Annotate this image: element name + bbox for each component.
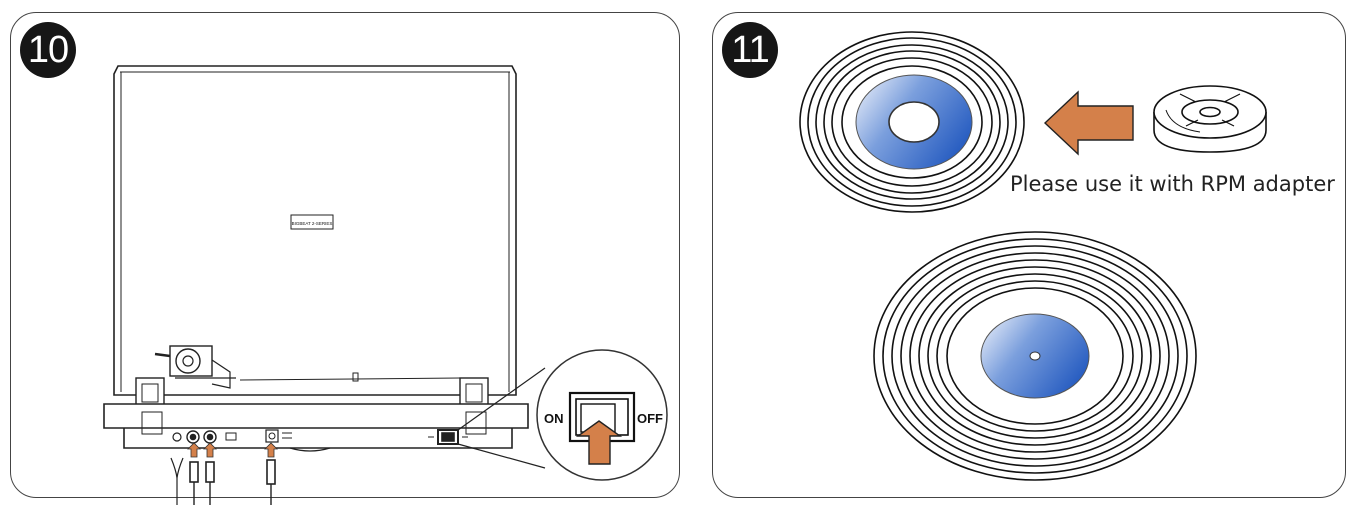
turntable-illustration	[103, 65, 546, 505]
step-number-badge: 10	[20, 22, 76, 78]
small-record	[799, 31, 1025, 213]
turntable-brand-label: BIGBEAT 2-SERIES	[292, 221, 333, 226]
rpm-adapter-caption: Please use it with RPM adapter	[1010, 172, 1335, 196]
large-record	[873, 231, 1197, 481]
step-number-badge: 11	[722, 22, 778, 78]
switch-off-label: OFF	[637, 411, 663, 426]
switch-zoom	[536, 349, 668, 481]
switch-on-label: ON	[544, 411, 564, 426]
connector-arrows	[187, 442, 278, 458]
rpm-adapter	[1153, 85, 1267, 153]
adapter-arrow	[1043, 90, 1134, 156]
